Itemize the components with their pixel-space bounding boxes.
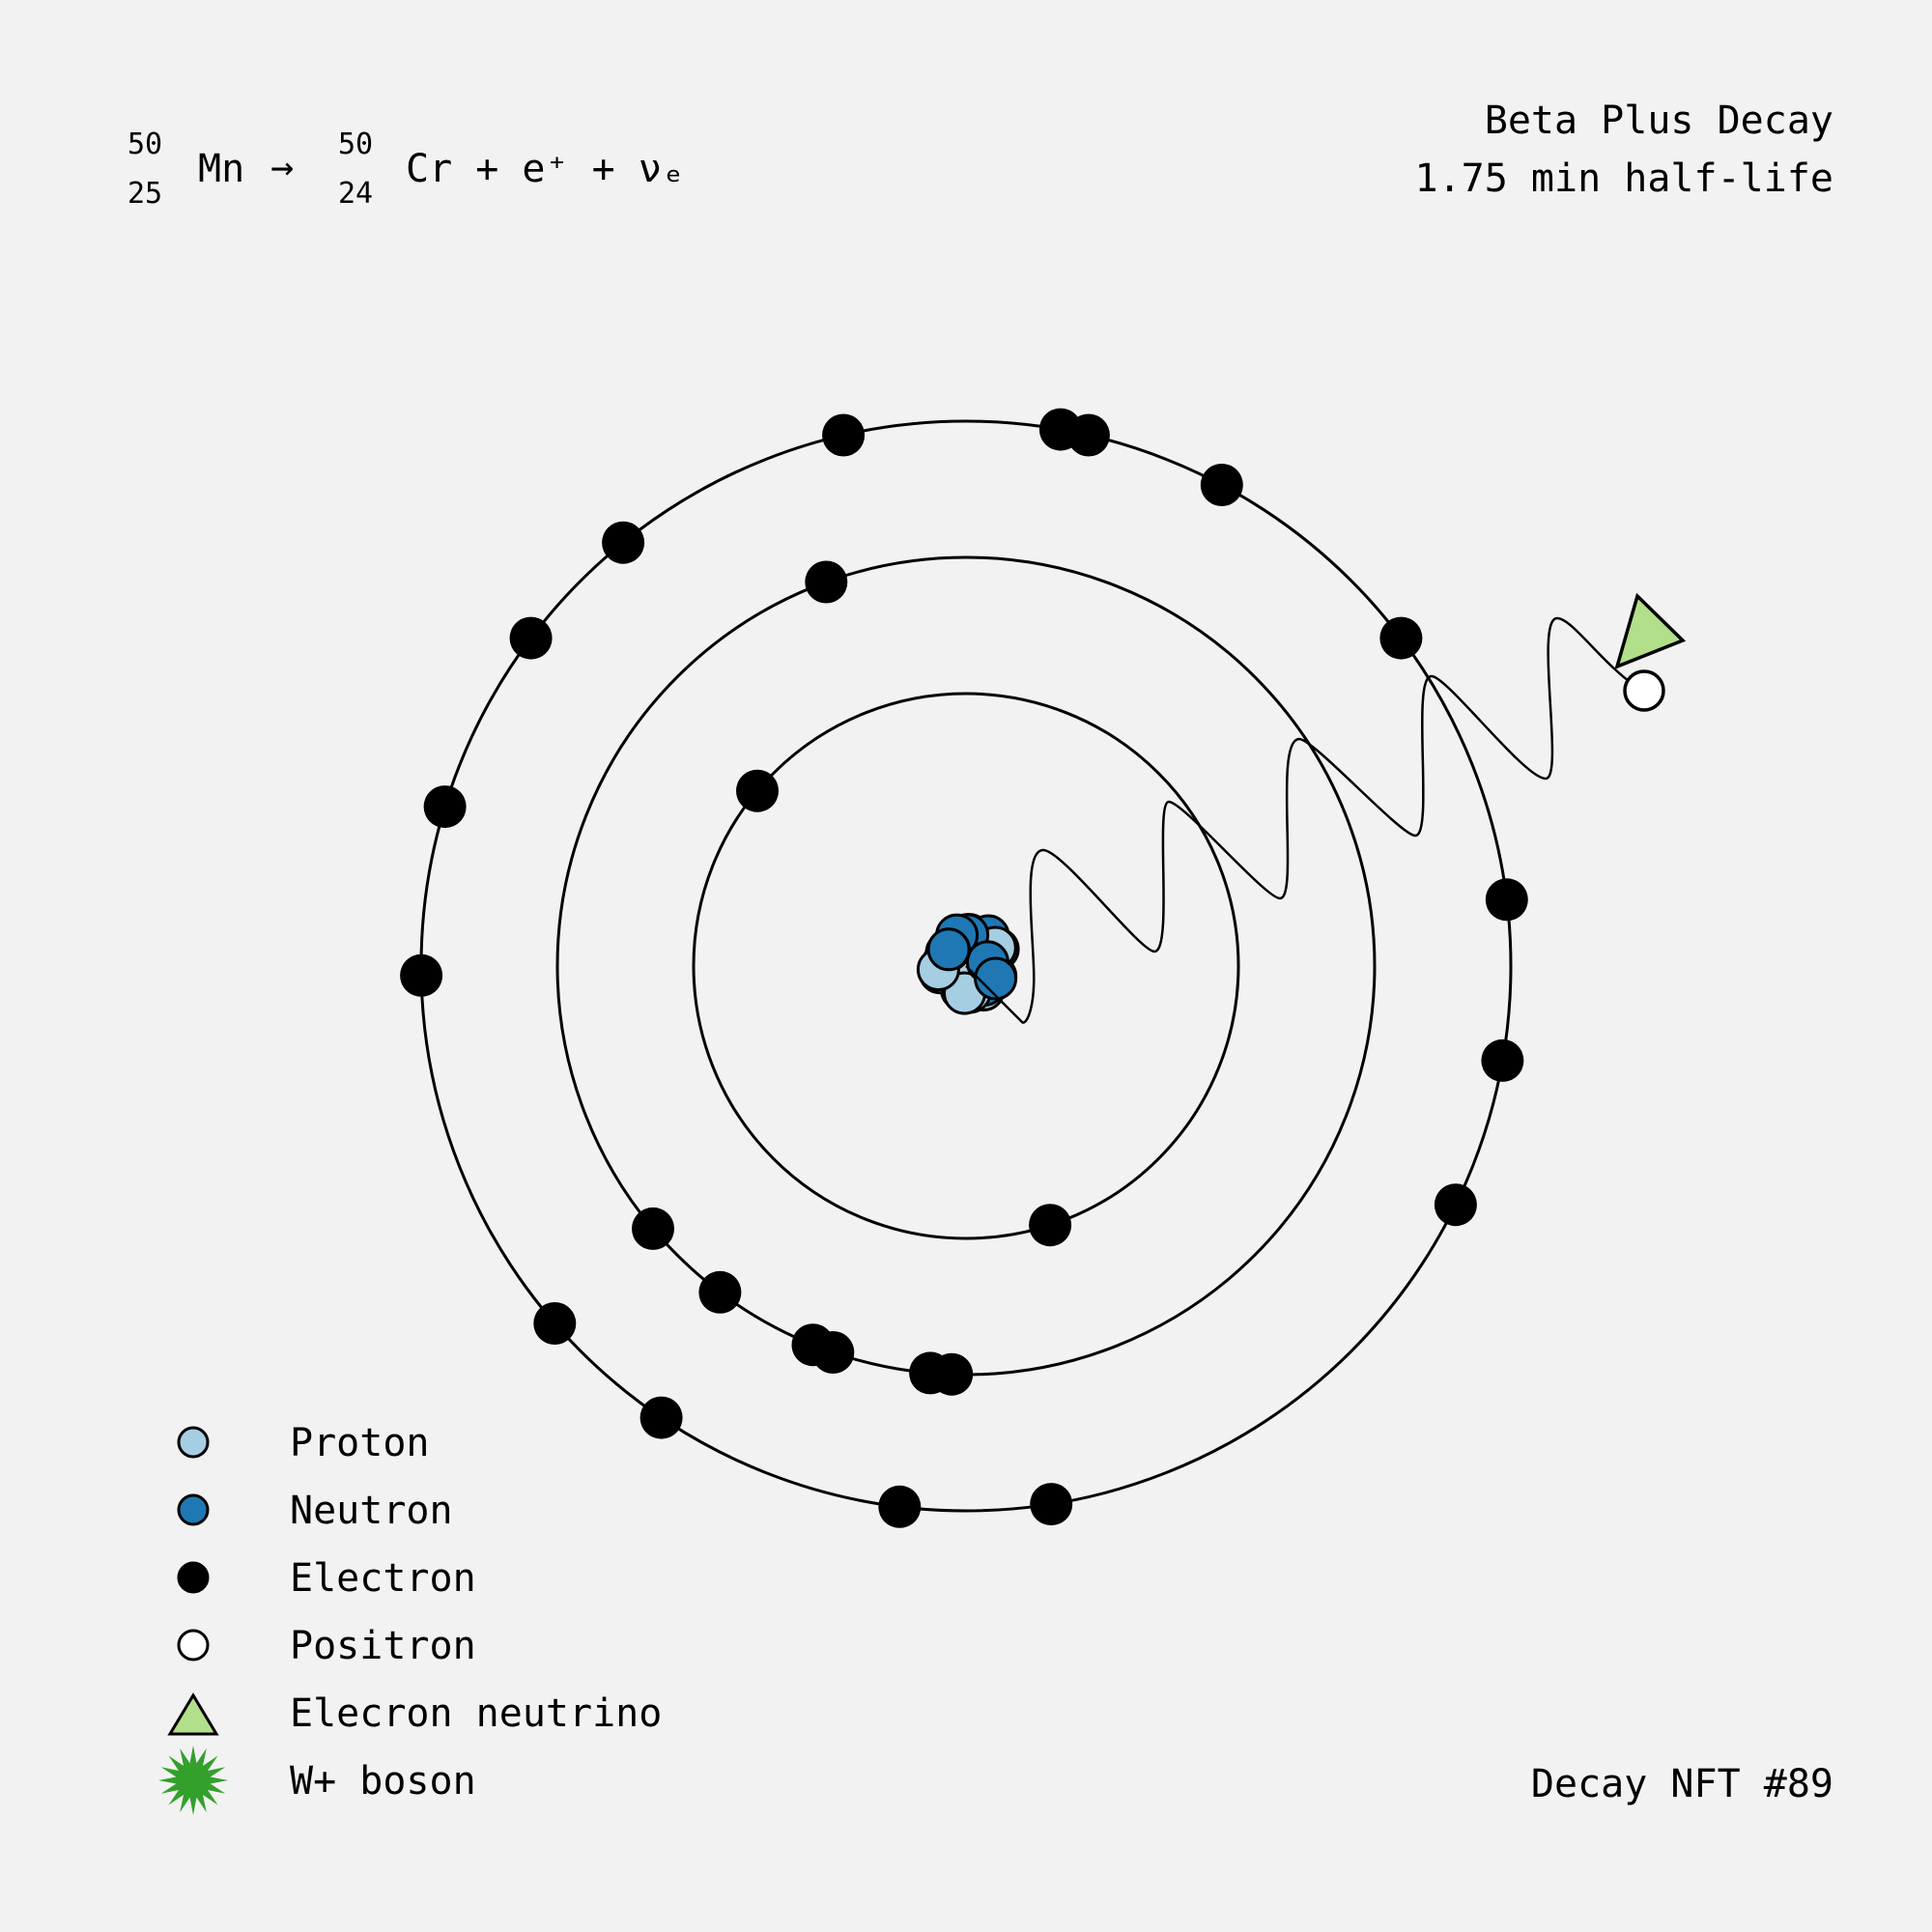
- shell-orbit-1: [692, 692, 1240, 1240]
- parent-symbol: Mn: [198, 147, 244, 191]
- neutrino-legend-icon: [167, 1692, 219, 1736]
- electron-shell3-9: [423, 785, 467, 829]
- electron-shell2-5: [811, 1331, 855, 1374]
- electron-shell3-2: [1379, 616, 1423, 660]
- decay-arrow: →: [270, 145, 294, 189]
- electron-shell2-3: [698, 1270, 742, 1314]
- atom-model: [400, 408, 1528, 1528]
- w-boson-star-icon: [158, 1746, 228, 1815]
- electron-shell3-15: [1434, 1183, 1477, 1227]
- legend-label-positron: Positron: [290, 1624, 476, 1668]
- half-life-label: 1.75 min half-life: [1415, 156, 1833, 201]
- legend-label-proton: Proton: [290, 1421, 430, 1465]
- decay-equation: 50 25 Mn → 50 24 Cr + e⁺ + νₑ: [128, 128, 685, 211]
- daughter-products: Cr + e⁺ + νₑ: [406, 147, 685, 191]
- legend: Proton Neutron Electron Positron Elecron…: [158, 1421, 662, 1815]
- legend-label-boson: W+ boson: [290, 1759, 476, 1804]
- proton-icon: [177, 1426, 210, 1459]
- daughter-atomic-number: 24: [338, 177, 373, 211]
- electron-shell3-14: [1030, 1483, 1073, 1526]
- nucleus: [916, 913, 1020, 1015]
- electron-shell2-2: [632, 1207, 674, 1250]
- electron-icon: [177, 1561, 210, 1594]
- parent-mass-number: 50: [128, 128, 162, 161]
- electron-shell1-1: [736, 769, 779, 812]
- electron-shell3-12: [639, 1396, 683, 1439]
- electron-shell3-13: [878, 1485, 922, 1528]
- legend-item-electron: Electron: [177, 1556, 476, 1601]
- legend-item-boson: W+ boson: [158, 1746, 476, 1815]
- legend-label-electron: Electron: [290, 1556, 476, 1601]
- electron-shell3-7: [602, 521, 645, 564]
- parent-atomic-number: 25: [128, 177, 162, 211]
- nucleus-neutron: [974, 956, 1018, 1001]
- positron-legend-icon: [177, 1629, 210, 1662]
- electron-shell3-1: [1485, 878, 1528, 922]
- legend-label-neutron: Neutron: [290, 1489, 453, 1533]
- legend-item-neutrino: Elecron neutrino: [167, 1691, 662, 1736]
- electron-shell2-1: [805, 560, 848, 604]
- electron-shell1-2: [1029, 1204, 1072, 1247]
- electron-neutrino-icon: [1614, 592, 1687, 669]
- legend-label-neutrino: Elecron neutrino: [290, 1691, 662, 1736]
- nft-label: Decay NFT #89: [1531, 1762, 1833, 1806]
- electron-shell3-6: [822, 413, 866, 457]
- decay-type-title: Beta Plus Decay: [1485, 99, 1833, 143]
- w-boson-wave-path: [965, 616, 1643, 1024]
- decay-products: [965, 592, 1687, 1024]
- electron-shell3-10: [400, 953, 443, 997]
- nucleus-neutron: [926, 927, 971, 972]
- electrons: [400, 408, 1528, 1528]
- legend-item-positron: Positron: [177, 1624, 476, 1668]
- electron-shell3-8: [509, 616, 553, 660]
- electron-shell2-7: [930, 1352, 974, 1396]
- neutron-icon: [177, 1493, 210, 1526]
- positron-icon: [1623, 669, 1665, 712]
- electron-shell3-11: [533, 1302, 577, 1345]
- electron-shell3-5: [1038, 408, 1082, 451]
- legend-item-proton: Proton: [177, 1421, 430, 1465]
- electron-shell3-16: [1481, 1038, 1524, 1082]
- daughter-mass-number: 50: [338, 128, 373, 161]
- legend-item-neutron: Neutron: [177, 1489, 453, 1533]
- electron-shell3-3: [1200, 464, 1243, 506]
